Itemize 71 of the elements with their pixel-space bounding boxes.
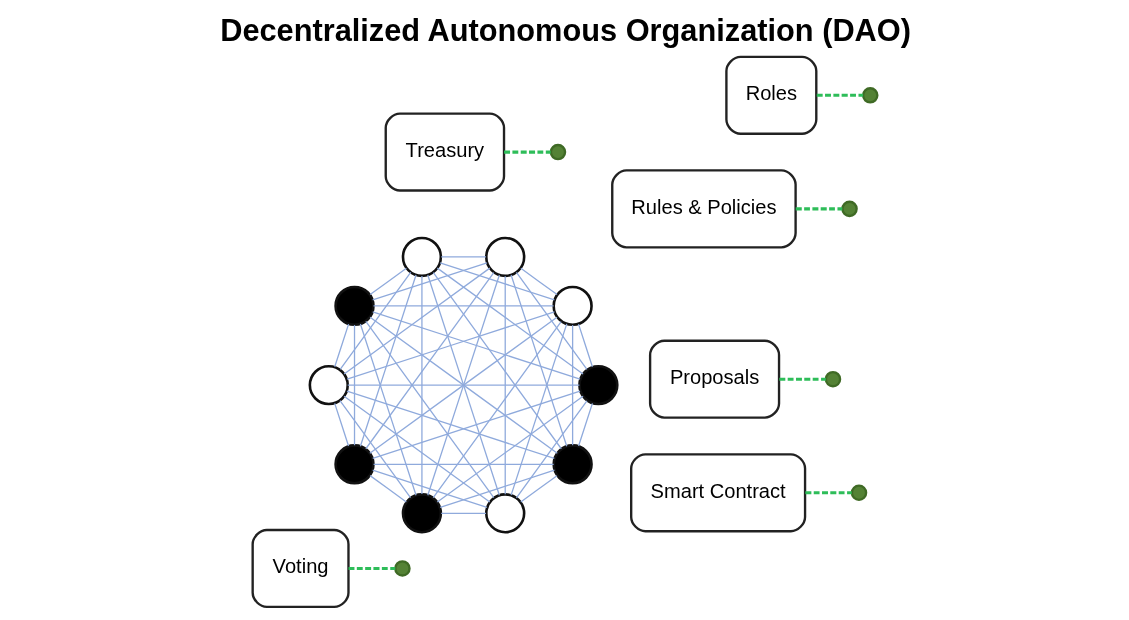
connector — [364, 320, 494, 499]
connector — [778, 377, 826, 381]
node-box: Smart Contract — [629, 453, 806, 533]
connector — [804, 491, 852, 495]
connector — [364, 272, 494, 450]
node-person — [484, 236, 525, 278]
node-box: Rules & Policies — [610, 169, 797, 249]
node-person — [577, 364, 619, 406]
connector — [436, 395, 584, 503]
connector — [816, 93, 863, 97]
node-person — [551, 444, 593, 485]
connector — [440, 512, 487, 514]
connector — [345, 390, 555, 460]
connector — [369, 267, 407, 296]
node-person — [333, 444, 375, 485]
node-box: Proposals — [648, 339, 780, 419]
connector — [371, 262, 488, 301]
connector — [509, 323, 567, 496]
connector — [519, 475, 558, 503]
node-person — [484, 493, 525, 534]
node-box: Treasury — [384, 112, 505, 192]
connector — [348, 566, 395, 570]
connector — [371, 469, 488, 509]
connector — [515, 271, 588, 371]
connector — [795, 207, 842, 211]
node-circle — [850, 484, 867, 502]
node-box: Roles — [724, 55, 817, 135]
connector — [353, 324, 355, 446]
connector — [338, 399, 411, 499]
node-person — [333, 285, 375, 327]
node-person — [308, 364, 349, 406]
node-person — [401, 493, 442, 534]
node-circle — [861, 87, 879, 104]
connector — [371, 390, 581, 460]
node-circle — [840, 200, 858, 218]
node-person — [401, 236, 442, 278]
connector — [420, 275, 423, 495]
connector — [339, 271, 411, 371]
connector — [371, 311, 581, 380]
node-box: Voting — [250, 528, 350, 609]
connector — [368, 475, 407, 503]
connector — [571, 324, 573, 446]
connector — [346, 384, 580, 386]
node-person — [551, 285, 593, 327]
connector — [439, 469, 555, 509]
connector — [509, 274, 567, 447]
connector — [342, 267, 490, 375]
connector — [577, 402, 593, 447]
connector — [359, 274, 417, 447]
connector — [515, 400, 588, 499]
diagram-title: Decentralized Autonomous Organization (DAO) — [219, 13, 911, 49]
connector — [345, 311, 555, 380]
node-circle — [824, 370, 841, 388]
connector — [440, 256, 487, 258]
connector — [372, 305, 554, 307]
connector — [432, 272, 562, 450]
connector — [436, 267, 584, 375]
connector — [342, 395, 490, 503]
connector — [504, 275, 506, 495]
connector — [577, 323, 593, 368]
connector — [438, 262, 555, 301]
node-circle — [393, 560, 411, 577]
connector — [519, 267, 558, 296]
connector — [359, 323, 417, 496]
connector — [333, 323, 349, 368]
connector — [372, 463, 554, 465]
node-circle — [549, 143, 566, 161]
connector — [503, 150, 551, 154]
connector — [333, 402, 349, 447]
connector — [432, 321, 562, 499]
connector — [426, 274, 500, 496]
